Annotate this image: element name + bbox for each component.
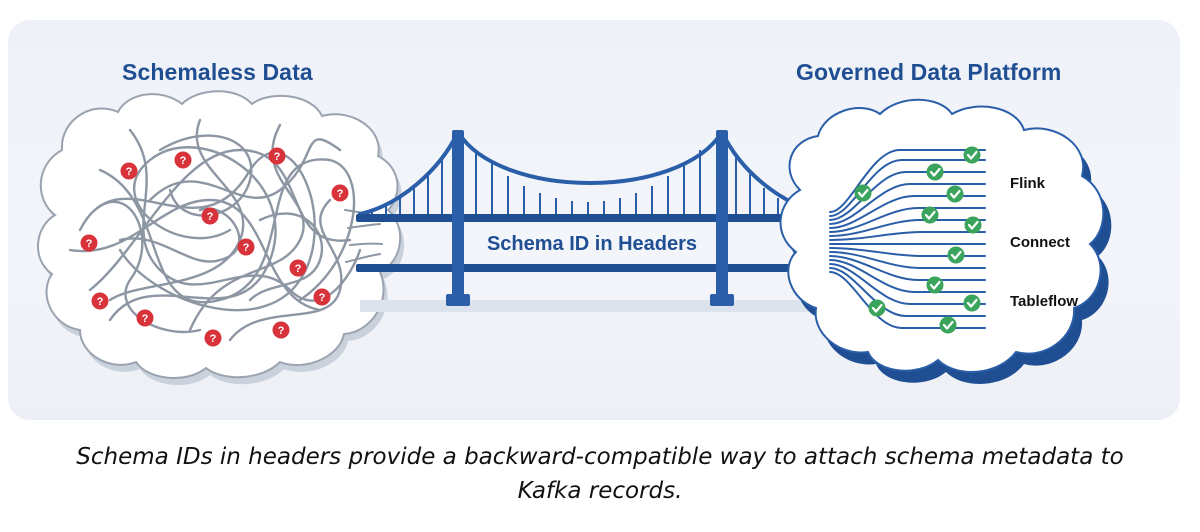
bridge-towers — [446, 130, 734, 306]
question-icon: ? — [204, 329, 222, 347]
question-icon-glyph: ? — [97, 296, 104, 308]
question-icon: ? — [174, 151, 192, 169]
question-icon: ? — [120, 162, 138, 180]
checkmark-icon — [963, 146, 981, 164]
diagram-illustration: ? ? ? ? ? ? ? ? ? ? ? ? ? — [37, 90, 1112, 386]
question-icon: ? — [289, 259, 307, 277]
checkmark-icon — [854, 184, 872, 202]
question-icon: ? — [80, 234, 98, 252]
question-icon: ? — [136, 309, 154, 327]
bridge-cables — [358, 130, 828, 216]
question-icon: ? — [272, 321, 290, 339]
destination-label-tableflow: Tableflow — [1010, 293, 1078, 310]
question-icon-glyph: ? — [278, 325, 285, 337]
governed-platform-title: Governed Data Platform — [796, 59, 1062, 85]
question-icon-glyph: ? — [243, 242, 250, 254]
figure-caption: Schema IDs in headers provide a backward… — [20, 440, 1180, 508]
question-icon-glyph: ? — [207, 211, 214, 223]
organized-data-lines — [829, 149, 986, 329]
destination-label-connect: Connect — [1010, 234, 1070, 251]
checkmark-icon — [926, 163, 944, 181]
question-icon-glyph: ? — [142, 313, 149, 325]
checkmark-icon — [947, 246, 965, 264]
question-icon: ? — [331, 184, 349, 202]
question-icon-glyph: ? — [337, 188, 344, 200]
checkmark-icon — [964, 216, 982, 234]
question-icon: ? — [91, 292, 109, 310]
destination-label-flink: Flink — [1010, 175, 1046, 192]
question-icon-glyph: ? — [295, 263, 302, 275]
bridge-lower-deck — [356, 264, 828, 272]
valid-markers — [854, 146, 982, 334]
question-icon-glyph: ? — [86, 238, 93, 250]
caption-line-1: Schema IDs in headers provide a backward… — [76, 444, 1124, 470]
checkmark-icon — [946, 185, 964, 203]
unknown-markers: ? ? ? ? ? ? ? ? ? ? ? ? ? — [80, 147, 349, 347]
question-icon-glyph: ? — [210, 333, 217, 345]
checkmark-icon — [868, 299, 886, 317]
question-icon: ? — [201, 207, 219, 225]
question-icon-glyph: ? — [274, 151, 281, 163]
caption-line-2: Kafka records. — [517, 478, 683, 504]
checkmark-icon — [921, 206, 939, 224]
bridge: Schema ID in Headers — [356, 130, 830, 312]
bridge-label: Schema ID in Headers — [487, 233, 697, 255]
bridge-shadow — [360, 300, 830, 312]
question-icon: ? — [268, 147, 286, 165]
question-icon: ? — [313, 288, 331, 306]
question-icon-glyph: ? — [180, 155, 187, 167]
question-icon-glyph: ? — [126, 166, 133, 178]
tangled-data-lines — [68, 118, 362, 342]
question-icon: ? — [237, 238, 255, 256]
schemaless-data-title: Schemaless Data — [122, 59, 313, 85]
question-icon-glyph: ? — [319, 292, 326, 304]
checkmark-icon — [926, 276, 944, 294]
checkmark-icon — [939, 316, 957, 334]
bridge-upper-deck — [356, 214, 828, 222]
checkmark-icon — [963, 294, 981, 312]
